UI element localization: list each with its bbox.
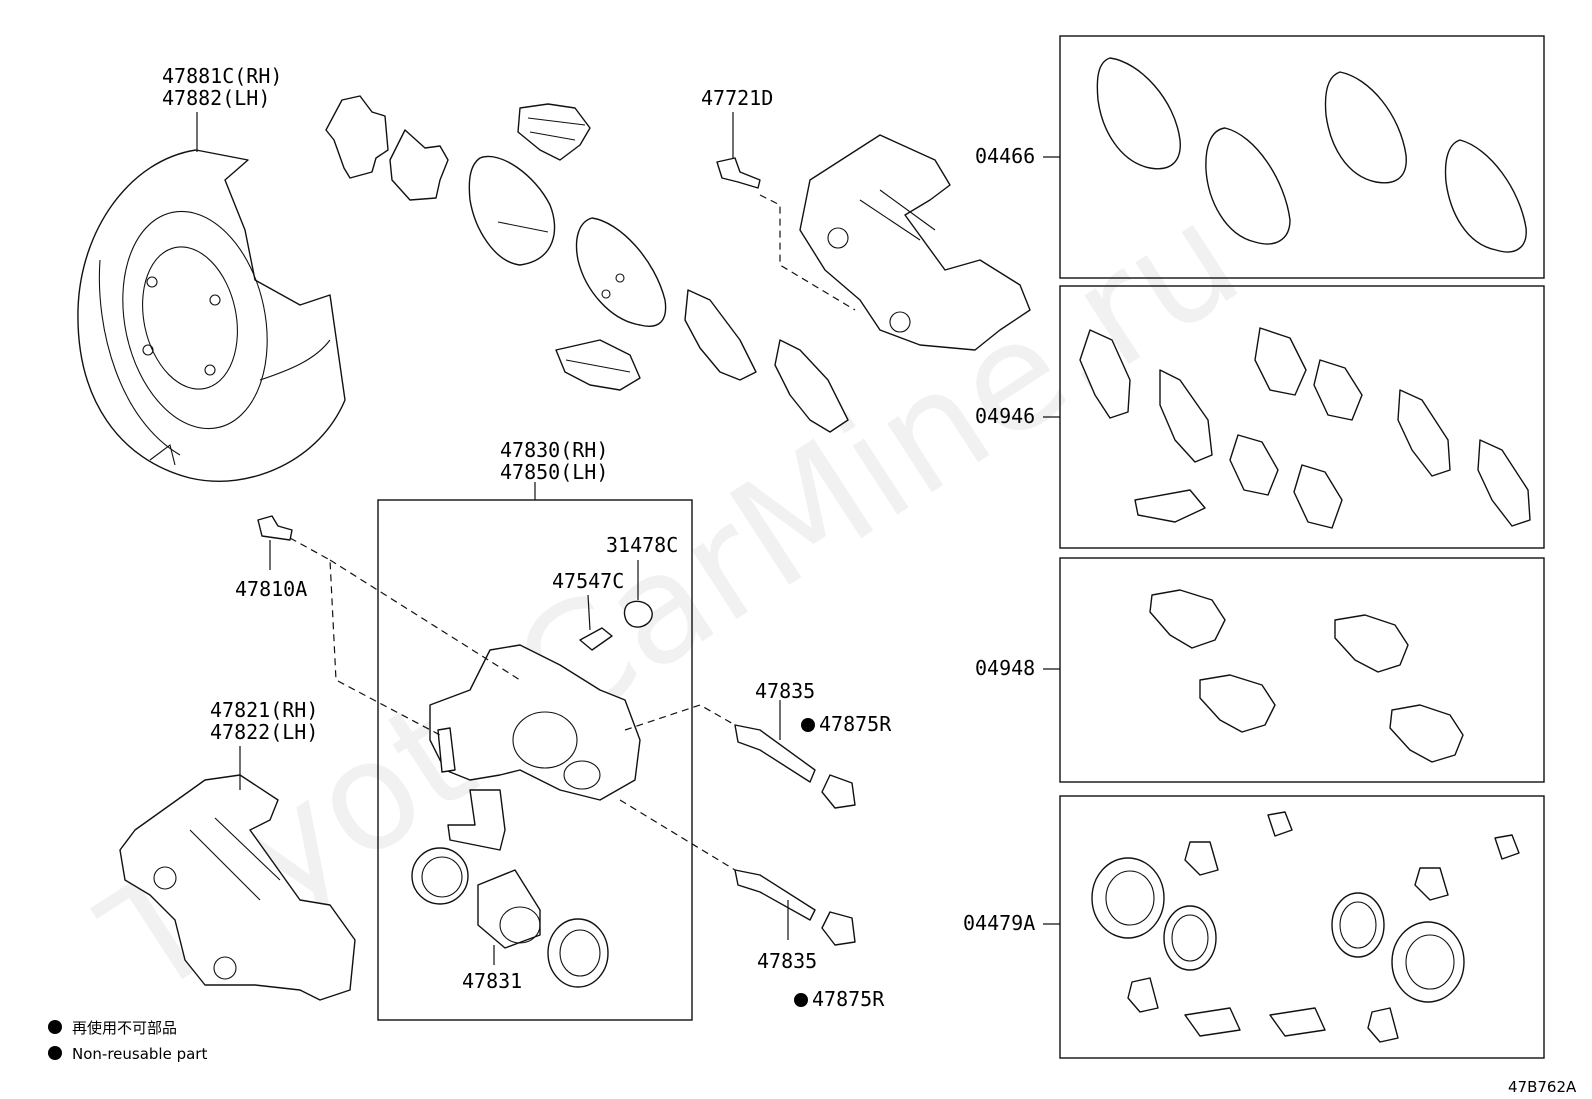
label-04479A: 04479A — [963, 911, 1035, 935]
label-47547C: 47547C — [552, 569, 624, 593]
label-04466: 04466 — [975, 144, 1035, 168]
bolt-47810A-illustration — [257, 515, 293, 541]
legend-text-jp: 再使用不可部品 — [72, 1019, 177, 1037]
label-47881C: 47881C(RH) — [162, 64, 282, 88]
slide-pins-illustration — [734, 724, 856, 946]
label-47810A: 47810A — [235, 577, 307, 601]
kit-04946-shims-illustration — [1079, 327, 1531, 529]
label-47831: 47831 — [462, 969, 522, 993]
piston-seals-illustration — [411, 847, 609, 988]
label-47882: 47882(LH) — [162, 86, 270, 110]
dust-cover-illustration — [77, 149, 346, 482]
caliper-body-illustration — [429, 600, 653, 851]
legend-dot-en — [48, 1046, 62, 1060]
drawing-code: 47B762A — [1508, 1078, 1577, 1096]
kit-box-04479A — [1059, 795, 1545, 1059]
legend-text-en: Non-reusable part — [72, 1045, 207, 1063]
label-47850: 47850(LH) — [500, 460, 608, 484]
label-47821: 47821(RH) — [210, 698, 318, 722]
label-47875R-bottom: 47875R — [812, 987, 885, 1011]
top-shims-illustration — [325, 95, 849, 433]
label-04948: 04948 — [975, 656, 1035, 680]
lower-bracket-illustration — [119, 774, 356, 1001]
label-47822: 47822(LH) — [210, 720, 318, 744]
label-31478C: 31478C — [606, 533, 678, 557]
label-47875R-top: 47875R — [819, 712, 892, 736]
legend-dot-jp — [48, 1020, 62, 1034]
label-04946: 04946 — [975, 404, 1035, 428]
non-reusable-dot-bottom — [794, 993, 808, 1007]
kit-04479A-seals-illustration — [1091, 811, 1520, 1043]
kit-box-04948 — [1059, 557, 1545, 783]
caliper-bracket-top-illustration — [716, 134, 1031, 351]
label-47830: 47830(RH) — [500, 438, 608, 462]
kit-04948-clips-illustration — [1149, 589, 1464, 763]
label-47835-top: 47835 — [755, 679, 815, 703]
non-reusable-dot-top — [801, 718, 815, 732]
label-47835-bottom: 47835 — [757, 949, 817, 973]
kit-04466-pads-illustration — [1096, 57, 1527, 253]
label-47721D: 47721D — [701, 86, 773, 110]
